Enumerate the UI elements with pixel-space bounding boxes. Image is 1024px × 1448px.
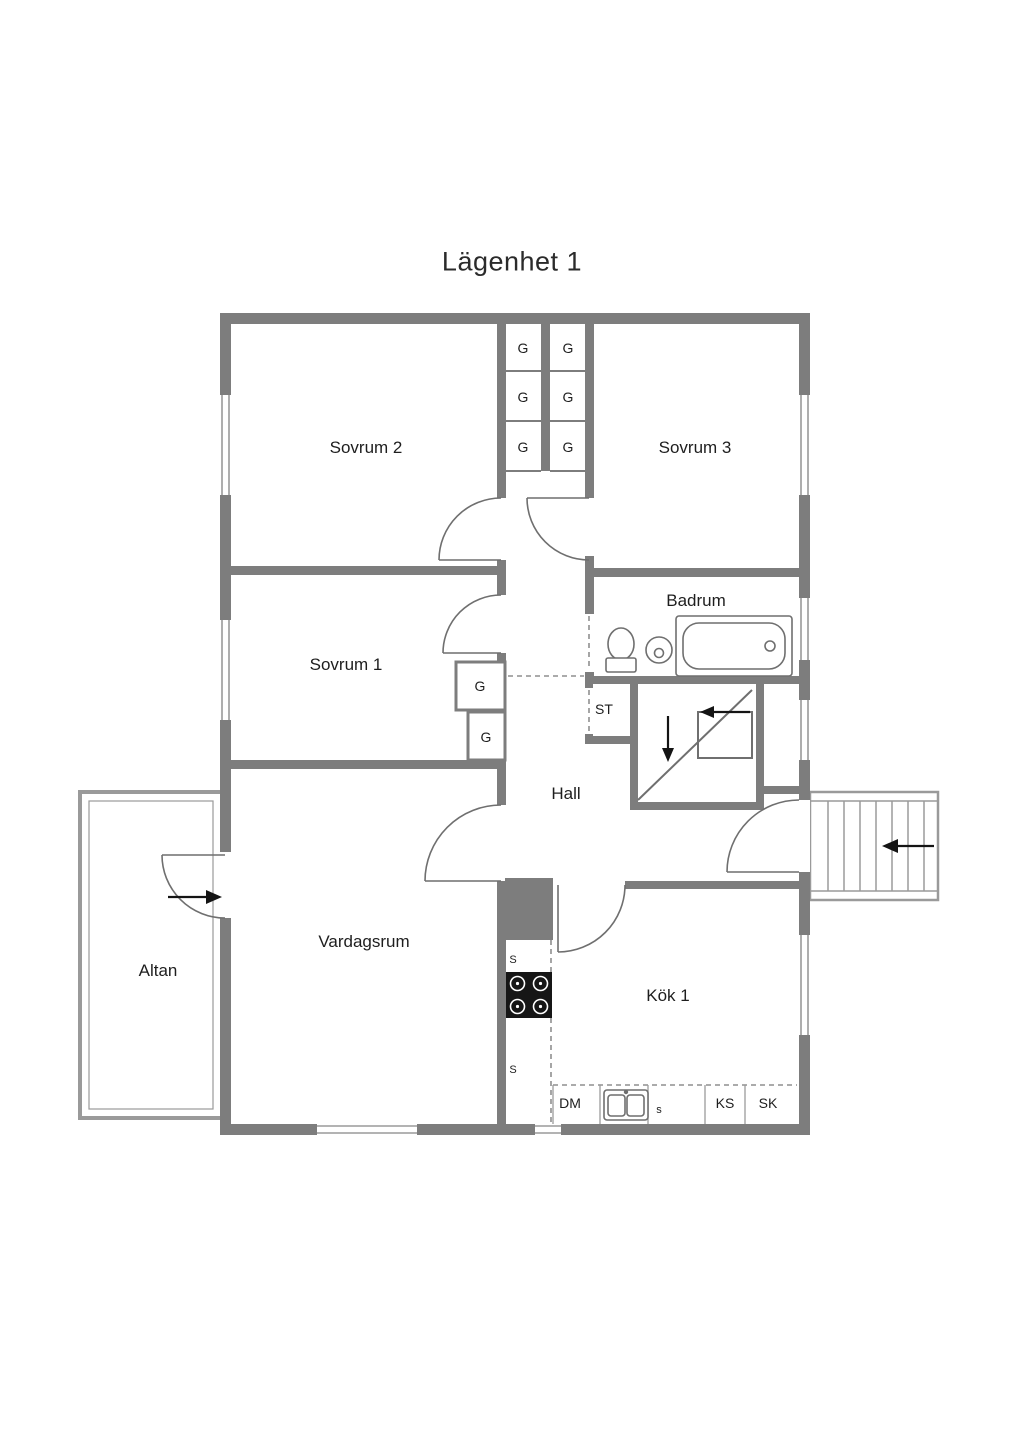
windows [220, 395, 810, 1135]
altan-outline [78, 790, 224, 1120]
door-sovrum2 [438, 497, 502, 561]
door-vardagsrum [424, 804, 502, 882]
dashed-lines [508, 616, 797, 1124]
window [317, 1124, 417, 1135]
stove-icon [506, 972, 552, 1018]
kitchen-fixtures [506, 972, 746, 1124]
kitchen-sink-icon [603, 1089, 649, 1121]
kitchen-counter-dividers [552, 1085, 746, 1124]
door-altan [161, 854, 226, 919]
bathroom-fixtures [605, 615, 793, 677]
window [220, 620, 231, 720]
window [799, 935, 810, 1035]
wardrobe-fronts [506, 370, 585, 472]
bathtub-icon [675, 615, 793, 677]
washbasin-icon [645, 636, 673, 664]
doors [161, 497, 800, 953]
door-sovrum3 [526, 497, 590, 561]
door-sovrum1 [442, 594, 502, 654]
door-entrance [726, 799, 800, 873]
window [799, 598, 810, 660]
entry-arrow-icon [168, 706, 934, 904]
door-kok [557, 884, 626, 953]
window [799, 395, 810, 495]
staircase-icon [637, 689, 753, 801]
window [220, 395, 231, 495]
sovrum1-wardrobes [454, 660, 507, 762]
window [535, 1124, 561, 1135]
toilet-icon [605, 627, 637, 673]
window [799, 700, 810, 760]
